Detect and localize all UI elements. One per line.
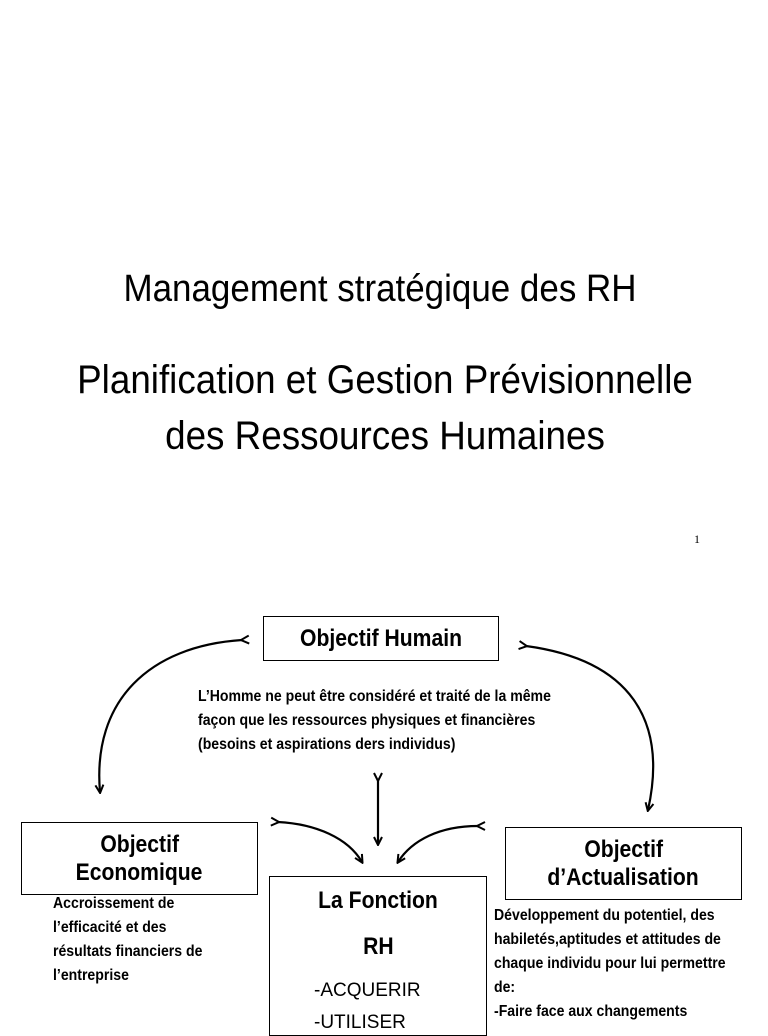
text-line: -Faire face aux changements	[494, 1003, 688, 1020]
text-line: Développement du potentiel, des	[494, 907, 715, 924]
objectif-actualisation-title-line-1: Objectif	[584, 836, 663, 863]
objectif-humain-box: Objectif Humain	[263, 616, 499, 661]
arrow-fonction-economique	[278, 822, 362, 862]
objectif-economique-box: Objectif Economique	[21, 822, 258, 895]
fonction-rh-box: La Fonction RH -ACQUERIR -UTILISER	[269, 876, 487, 1036]
text-line: Accroissement de	[53, 895, 175, 912]
fonction-rh-item: -UTILISER	[314, 1012, 406, 1033]
text-line: façon que les ressources physiques et fi…	[198, 712, 536, 729]
text-line: habiletés,aptitudes et attitudes de	[494, 931, 721, 948]
fonction-rh-title-line-2: RH	[362, 933, 394, 960]
heading-line-2: des Ressources Humaines	[165, 414, 605, 458]
objectif-economique-title-line-1: Objectif	[100, 831, 179, 858]
text-line: (besoins et aspirations ders individus)	[198, 736, 456, 753]
objectif-economique-title-line-2: Economique	[76, 859, 203, 886]
text-line: chaque individu pour lui permettre	[494, 955, 726, 972]
objectif-humain-text: L’Homme ne peut être considéré et traité…	[198, 685, 599, 757]
text-line: l’entreprise	[53, 967, 129, 984]
text-line: résultats financiers de	[53, 943, 203, 960]
objectif-actualisation-box: Objectif d’Actualisation	[505, 827, 742, 900]
objectif-actualisation-text: Développement du potentiel, des habileté…	[494, 904, 757, 1024]
fonction-rh-title-line-1: La Fonction	[318, 887, 438, 914]
text-line: l’efficacité et des	[53, 919, 167, 936]
slide-heading: Planification et Gestion Prévisionnelle …	[31, 352, 739, 464]
fonction-rh-item: -ACQUERIR	[314, 980, 421, 1001]
objectif-actualisation-title-line-2: d’Actualisation	[547, 864, 700, 891]
slide-title: Management stratégique des RH	[123, 268, 637, 310]
text-line: de:	[494, 979, 516, 996]
text-line: L’Homme ne peut être considéré et traité…	[198, 688, 551, 705]
page-number: 1	[694, 532, 700, 546]
heading-line-1: Planification et Gestion Prévisionnelle	[77, 358, 693, 402]
objectif-humain-title: Objectif Humain	[300, 625, 462, 652]
arrow-fonction-actualisation	[398, 826, 478, 862]
objectif-economique-text: Accroissement de l’efficacité et des rés…	[53, 892, 223, 988]
